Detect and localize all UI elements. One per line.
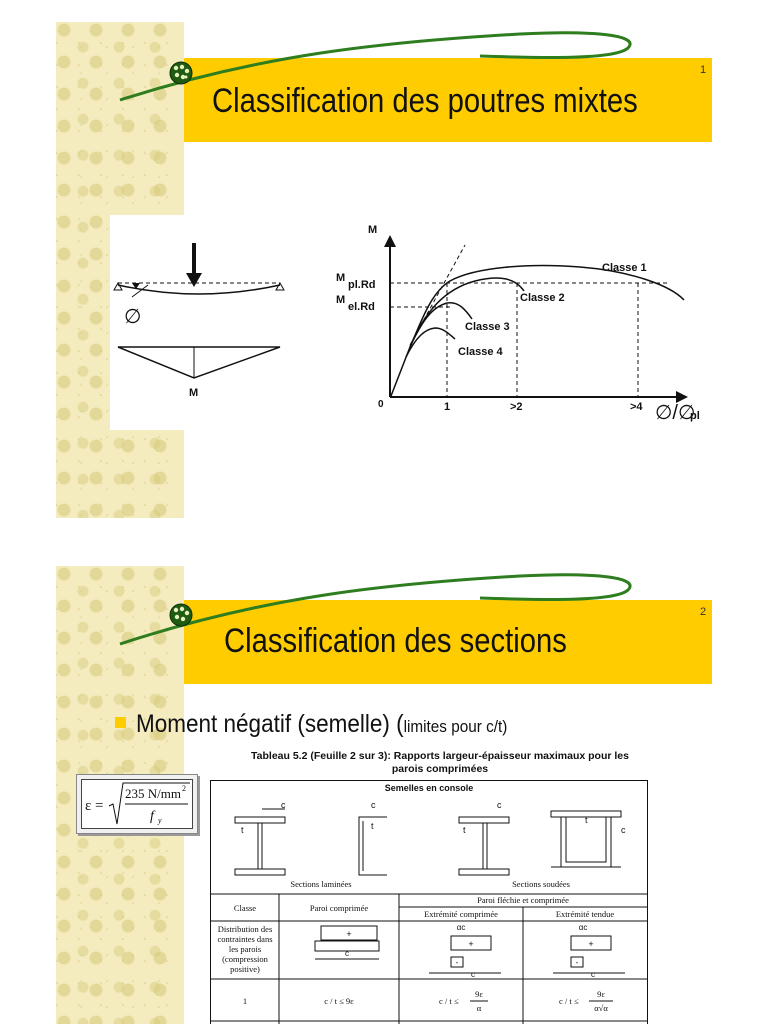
slide-2: 2 Classification des sections Moment nég… — [0, 560, 768, 1024]
formula-epsilon: ε = — [85, 798, 104, 814]
row1-classe: 1 — [243, 996, 247, 1006]
class-1-label: Classe 1 — [602, 262, 647, 274]
row1-tendue-num: 9ε — [597, 989, 605, 999]
mpl-subscript: pl.Rd — [348, 279, 376, 291]
col-extremite-tendue: Extrémité tendue — [556, 909, 615, 919]
label-t: t — [241, 825, 244, 835]
row-label-distribution: Distribution des contraintes dans les pa… — [217, 924, 273, 974]
epsilon-formula: ε = 235 N/mm 2 f y — [76, 774, 198, 834]
title-bar — [184, 58, 712, 142]
x-tick-1: 1 — [444, 401, 450, 413]
label-c: c — [621, 825, 626, 835]
table-title-line-1: Tableau 5.2 (Feuille 2 sur 3): Rapports … — [251, 750, 629, 762]
row1-tendue-lhs: c / t ≤ — [559, 996, 579, 1006]
x-tick-3: >4 — [630, 401, 643, 413]
welded-box-section-diagram — [550, 810, 622, 868]
stress-diagram-tension-end — [553, 935, 625, 974]
width-thickness-table: Semelles en console c t c t c t — [210, 780, 648, 1024]
alpha-c-label: αc — [457, 923, 466, 932]
slide-number: 2 — [700, 606, 707, 618]
row1-paroi-comprimee: c / t ≤ 9ε — [324, 996, 354, 1006]
sections-laminees-label: Sections laminées — [290, 879, 351, 889]
label-c: c — [371, 800, 376, 810]
moment-rotation-figure: ∅ M M M pl.Rd M el.Rd 0 1 >2 >4 — [110, 215, 712, 430]
col-classe: Classe — [234, 903, 256, 913]
bullet-text: Moment négatif (semelle) (limites pour c… — [136, 710, 507, 739]
col-extremite-comprimee: Extrémité comprimée — [424, 909, 498, 919]
welded-i-section-diagram — [458, 816, 510, 876]
table-heading: Semelles en console — [385, 783, 474, 793]
row1-comprimee-num: 9ε — [475, 989, 483, 999]
moment-diagram: M — [117, 346, 281, 399]
class-4-label: Classe 4 — [458, 346, 504, 358]
formula-exponent: 2 — [182, 784, 186, 793]
label-t: t — [371, 821, 374, 831]
alpha-c-label: αc — [579, 923, 588, 932]
rolled-i-section-diagram — [234, 808, 286, 876]
slide-1: 1 Classification des poutres mixtes ∅ M — [56, 22, 712, 518]
row1-comprimee-lhs: c / t ≤ — [439, 996, 459, 1006]
green-node-icon — [169, 603, 193, 627]
bullet-main-text: Moment négatif (semelle) ( — [136, 710, 404, 738]
x-axis-label: ∅/∅ — [655, 402, 695, 424]
slide-number: 1 — [700, 64, 707, 76]
row1-tendue-den: α√α — [594, 1003, 608, 1013]
mpl-label: M — [336, 272, 345, 284]
label-t: t — [463, 825, 466, 835]
label-c: c — [345, 949, 349, 958]
minus-sign: - — [576, 958, 579, 967]
col-paroi-comprimee: Paroi comprimée — [310, 903, 369, 913]
formula-numerator: 235 N/mm — [125, 786, 181, 801]
bullet-square-icon — [115, 717, 126, 728]
stress-diagram-compression — [314, 925, 380, 960]
row1-comprimee-den: α — [477, 1003, 482, 1013]
bullet-small-text: limites pour c/t) — [403, 717, 508, 736]
moment-rotation-chart: M M pl.Rd M el.Rd 0 1 >2 >4 ∅/∅ pl — [336, 224, 700, 424]
label-c: c — [471, 970, 475, 979]
table-title-line-2: parois comprimées — [391, 763, 489, 775]
table-title: Tableau 5.2 (Feuille 2 sur 3): Rapports … — [218, 750, 662, 776]
x-axis-subscript: pl — [690, 410, 700, 422]
beam-diagram: ∅ — [113, 243, 285, 328]
plus-sign: + — [468, 939, 473, 949]
green-swoosh-decoration — [119, 573, 632, 646]
y-axis-label: M — [368, 224, 377, 236]
label-c: c — [497, 800, 502, 810]
minus-sign: - — [456, 958, 459, 967]
class-2-label: Classe 2 — [520, 292, 565, 304]
formula-denominator: f — [150, 809, 156, 824]
stress-diagram-compressed-end — [429, 935, 501, 974]
plus-sign: + — [346, 929, 351, 939]
label-c: c — [591, 970, 595, 979]
rotation-symbol: ∅ — [124, 306, 141, 328]
class-3-label: Classe 3 — [465, 321, 510, 333]
mel-label: M — [336, 294, 345, 306]
label-c: c — [281, 800, 286, 810]
green-swoosh-decoration — [119, 31, 632, 102]
plus-sign: + — [588, 939, 593, 949]
mel-subscript: el.Rd — [348, 301, 375, 313]
title-bar — [184, 600, 712, 684]
origin-label: 0 — [378, 399, 384, 410]
col-paroi-flechie: Paroi fléchie et comprimée — [477, 895, 569, 905]
x-tick-2: >2 — [510, 401, 523, 413]
slide-title: Classification des poutres mixtes — [212, 82, 638, 120]
moment-label: M — [189, 387, 198, 399]
rolled-channel-diagram — [358, 816, 387, 876]
formula-denominator-sub: y — [157, 816, 162, 825]
slide-title: Classification des sections — [224, 622, 567, 660]
green-node-icon — [169, 61, 193, 85]
sections-soudees-label: Sections soudées — [512, 879, 570, 889]
label-t: t — [585, 815, 588, 825]
